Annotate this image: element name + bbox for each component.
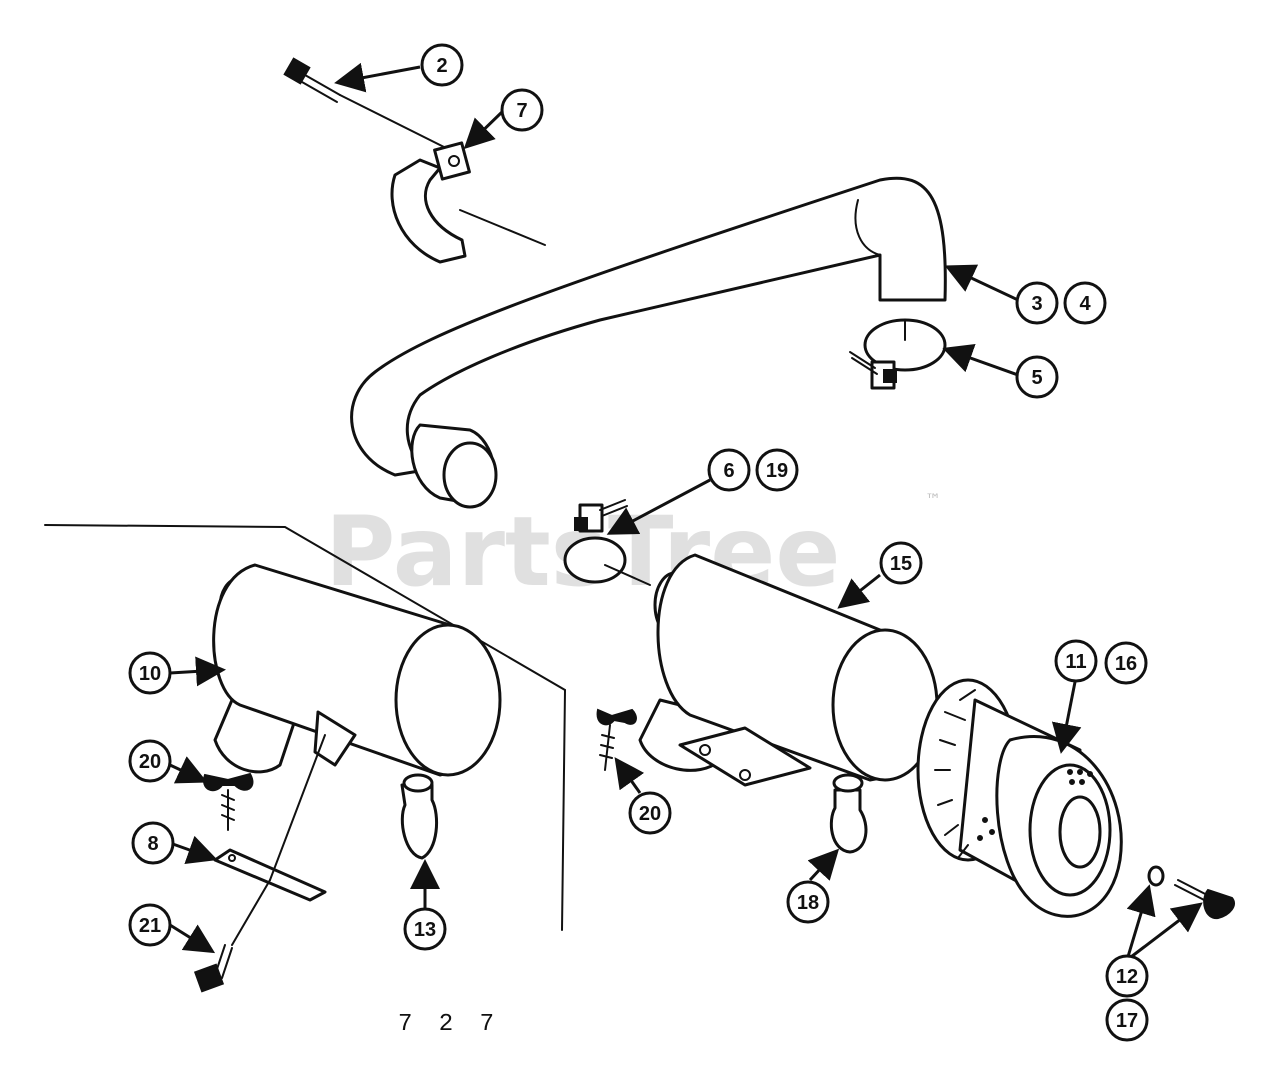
callout-20-left[interactable]: 20 [128, 739, 172, 783]
svg-text:16: 16 [1115, 653, 1137, 675]
callout-2[interactable]: 2 [420, 43, 464, 87]
callout-20-right[interactable]: 20 [628, 791, 672, 835]
svg-text:10: 10 [139, 663, 161, 685]
svg-text:2: 2 [436, 55, 447, 77]
wing-nut-part-20-left [203, 772, 254, 831]
callout-21[interactable]: 21 [128, 903, 172, 947]
callout-17[interactable]: 17 [1105, 998, 1149, 1042]
callout-4[interactable]: 4 [1063, 281, 1107, 325]
filter-element-part-11 [916, 678, 1123, 918]
svg-text:18: 18 [797, 892, 819, 914]
svg-text:15: 15 [890, 553, 912, 575]
callout-13[interactable]: 13 [403, 907, 447, 951]
callout-10[interactable]: 10 [128, 651, 172, 695]
callout-3[interactable]: 3 [1015, 281, 1059, 325]
hose-clamp-part-5 [849, 318, 947, 390]
leader-arrows [169, 62, 1203, 962]
mounting-plate-part-8 [213, 734, 327, 902]
svg-text:4: 4 [1079, 293, 1091, 315]
air-cleaner-housing-part-15 [638, 553, 939, 854]
svg-text:7: 7 [516, 100, 527, 122]
figure-number: 7 2 7 [398, 1011, 500, 1038]
svg-text:3: 3 [1031, 293, 1042, 315]
svg-text:19: 19 [766, 460, 788, 482]
bolt-part-21 [193, 879, 271, 993]
washer-and-wing-bolt-part-12 [1147, 865, 1236, 920]
frame-lines [44, 209, 567, 931]
trademark-symbol: ™ [925, 490, 941, 509]
callout-8[interactable]: 8 [131, 821, 175, 865]
svg-text:13: 13 [414, 919, 436, 941]
svg-text:11: 11 [1065, 651, 1086, 673]
wing-nut-part-20-right [596, 708, 637, 771]
perforation-holes [977, 769, 1093, 841]
callout-7[interactable]: 7 [500, 88, 544, 132]
svg-text:12: 12 [1116, 966, 1138, 988]
callout-11[interactable]: 11 [1054, 639, 1098, 683]
callout-12[interactable]: 12 [1105, 954, 1149, 998]
callout-6[interactable]: 6 [707, 448, 751, 492]
svg-text:8: 8 [147, 833, 158, 855]
svg-text:21: 21 [139, 915, 161, 937]
callout-19[interactable]: 19 [755, 448, 799, 492]
bolt-part-2 [283, 57, 451, 151]
callout-5[interactable]: 5 [1015, 355, 1059, 399]
intake-hose-part-3 [350, 176, 947, 509]
callout-16[interactable]: 16 [1104, 641, 1148, 685]
callout-15[interactable]: 15 [879, 541, 923, 585]
callout-18[interactable]: 18 [786, 880, 830, 924]
svg-text:20: 20 [139, 751, 161, 773]
strap-bracket-part-7 [390, 141, 471, 264]
svg-text:5: 5 [1031, 367, 1042, 389]
svg-text:6: 6 [723, 460, 734, 482]
air-cleaner-housing-part-10 [212, 563, 502, 860]
svg-text:20: 20 [639, 803, 661, 825]
hose-clamp-part-6 [563, 499, 651, 586]
svg-text:17: 17 [1116, 1010, 1138, 1032]
